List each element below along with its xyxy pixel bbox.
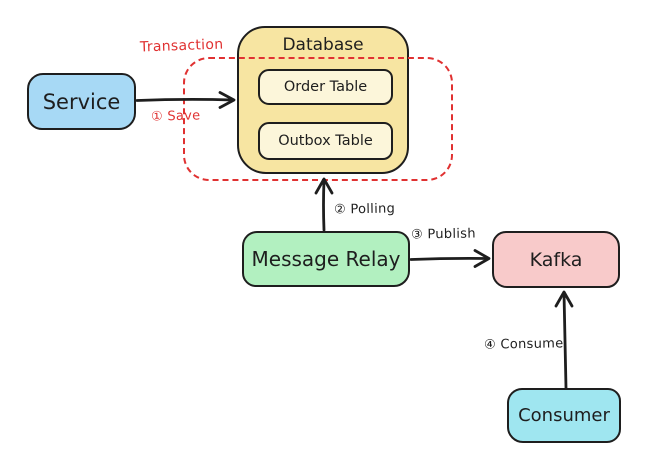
order-table-node: Order Table: [258, 69, 393, 105]
publish-arrow: [409, 249, 491, 268]
save-arrow: [135, 91, 236, 109]
database-node: Database Order Table Outbox Table: [237, 26, 409, 174]
consumer-node: Consumer: [507, 388, 621, 443]
transaction-boundary-label: Transaction: [139, 36, 224, 56]
polling-arrow: [314, 177, 334, 232]
publish-edge-label: ③ Publish: [410, 226, 476, 243]
database-node-label: Database: [282, 35, 364, 55]
message-relay-node-label: Message Relay: [251, 247, 401, 271]
save-edge-label: ① Save: [150, 108, 201, 125]
polling-edge-label: ② Polling: [333, 201, 396, 218]
kafka-node-label: Kafka: [529, 248, 583, 271]
service-node: Service: [27, 73, 136, 130]
outbox-table-label: Outbox Table: [278, 133, 373, 149]
consumer-node-label: Consumer: [518, 405, 610, 426]
consume-edge-label: ④ Consume: [483, 336, 564, 353]
message-relay-node: Message Relay: [242, 231, 410, 287]
order-table-label: Order Table: [283, 79, 368, 95]
outbox-table-node: Outbox Table: [258, 122, 393, 160]
kafka-node: Kafka: [492, 231, 620, 288]
service-node-label: Service: [42, 89, 121, 114]
